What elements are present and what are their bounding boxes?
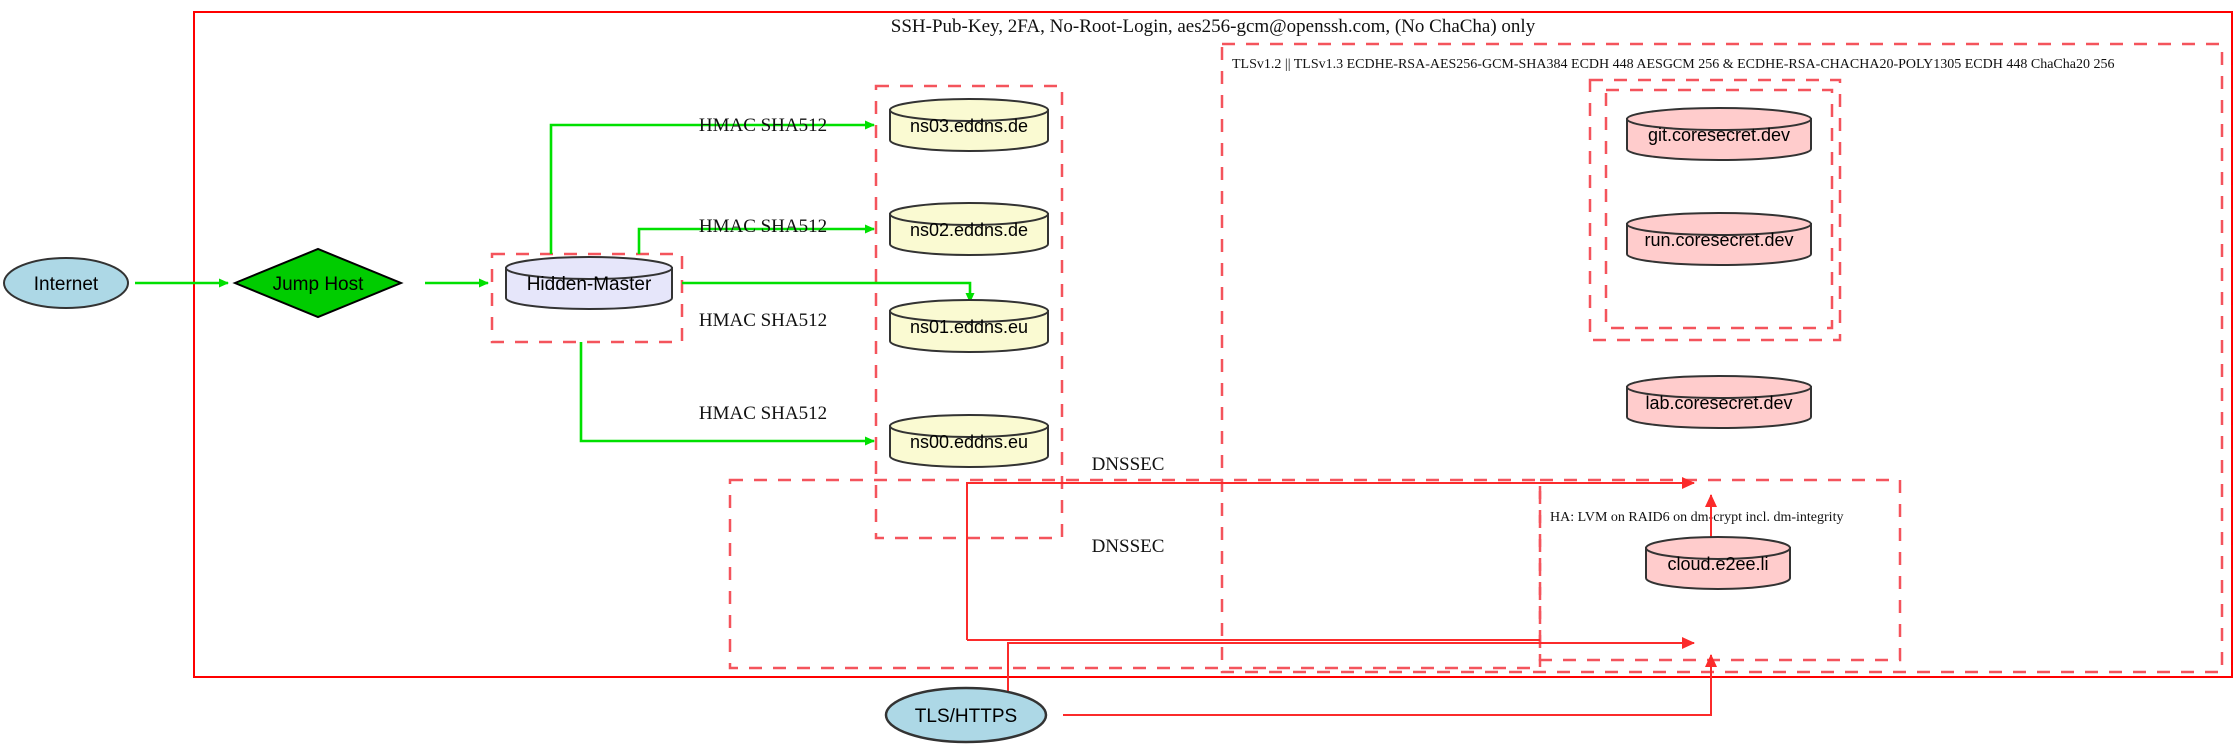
- node-jump-host-label: Jump Host: [273, 274, 365, 295]
- edge-hiddenmaster-to-ns02: [637, 224, 875, 254]
- node-lab-label: lab.coresecret.dev: [1645, 393, 1792, 413]
- node-lab-coresecret[interactable]: lab.coresecret.dev: [1626, 375, 1812, 429]
- node-ns00[interactable]: ns00.eddns.eu: [889, 414, 1049, 468]
- edge-hiddenmaster-to-ns01: [682, 281, 975, 303]
- node-tls-https-label: TLS/HTTPS: [915, 706, 1017, 727]
- node-jump-host[interactable]: Jump Host: [232, 247, 404, 319]
- node-tls-https[interactable]: TLS/HTTPS: [884, 686, 1048, 744]
- node-cloud-e2ee[interactable]: cloud.e2ee.li: [1645, 536, 1791, 590]
- edge-label-hmac-ns00: HMAC SHA512: [699, 403, 827, 424]
- node-git-label: git.coresecret.dev: [1648, 125, 1790, 145]
- edge-label-hmac-ns02: HMAC SHA512: [699, 216, 827, 237]
- node-ns03-label: ns03.eddns.de: [910, 116, 1028, 136]
- edge-dnssec-upper: [966, 477, 1695, 640]
- hidden-master-box: [490, 252, 684, 344]
- edge-label-hmac-ns03: HMAC SHA512: [699, 115, 827, 136]
- edge-label-dnssec-top: DNSSEC: [1092, 454, 1165, 475]
- edge-label-hmac-ns01: HMAC SHA512: [699, 310, 827, 331]
- node-ns02[interactable]: ns02.eddns.de: [889, 202, 1049, 256]
- node-hidden-master-label: Hidden-Master: [527, 274, 652, 295]
- node-cloud-label: cloud.e2ee.li: [1667, 554, 1768, 574]
- node-run-label: run.coresecret.dev: [1644, 230, 1793, 250]
- node-internet-label: Internet: [34, 274, 99, 295]
- tls-boundary-label: TLSv1.2 || TLSv1.3 ECDHE-RSA-AES256-GCM-…: [1232, 57, 2114, 72]
- node-internet[interactable]: Internet: [3, 257, 129, 309]
- ha-storage-label: HA: LVM on RAID6 on dm-crypt incl. dm-in…: [1550, 510, 1843, 525]
- edge-hiddenmaster-to-ns00: [579, 342, 875, 446]
- edge-label-dnssec-bottom: DNSSEC: [1092, 536, 1165, 557]
- node-ns01[interactable]: ns01.eddns.eu: [889, 299, 1049, 353]
- node-hidden-master[interactable]: Hidden-Master: [505, 256, 673, 310]
- coresecret-inner-box: [1588, 78, 1842, 342]
- coresecret-inner-box-2: [1604, 88, 1834, 330]
- node-ns02-label: ns02.eddns.de: [910, 220, 1028, 240]
- edge-tls-to-storage: [1063, 654, 1717, 716]
- edge-hiddenmaster-to-ns03: [549, 120, 875, 254]
- ssh-boundary-label: SSH-Pub-Key, 2FA, No-Root-Login, aes256-…: [891, 16, 1536, 37]
- node-ns00-label: ns00.eddns.eu: [910, 432, 1028, 452]
- dns-servers-box: [874, 84, 1064, 540]
- node-ns03[interactable]: ns03.eddns.de: [889, 98, 1049, 152]
- node-ns01-label: ns01.eddns.eu: [910, 317, 1028, 337]
- ssh-boundary-box: [193, 11, 2233, 678]
- dnssec-zone-box: [728, 478, 1542, 670]
- node-run-coresecret[interactable]: run.coresecret.dev: [1626, 212, 1812, 266]
- node-git-coresecret[interactable]: git.coresecret.dev: [1626, 107, 1812, 161]
